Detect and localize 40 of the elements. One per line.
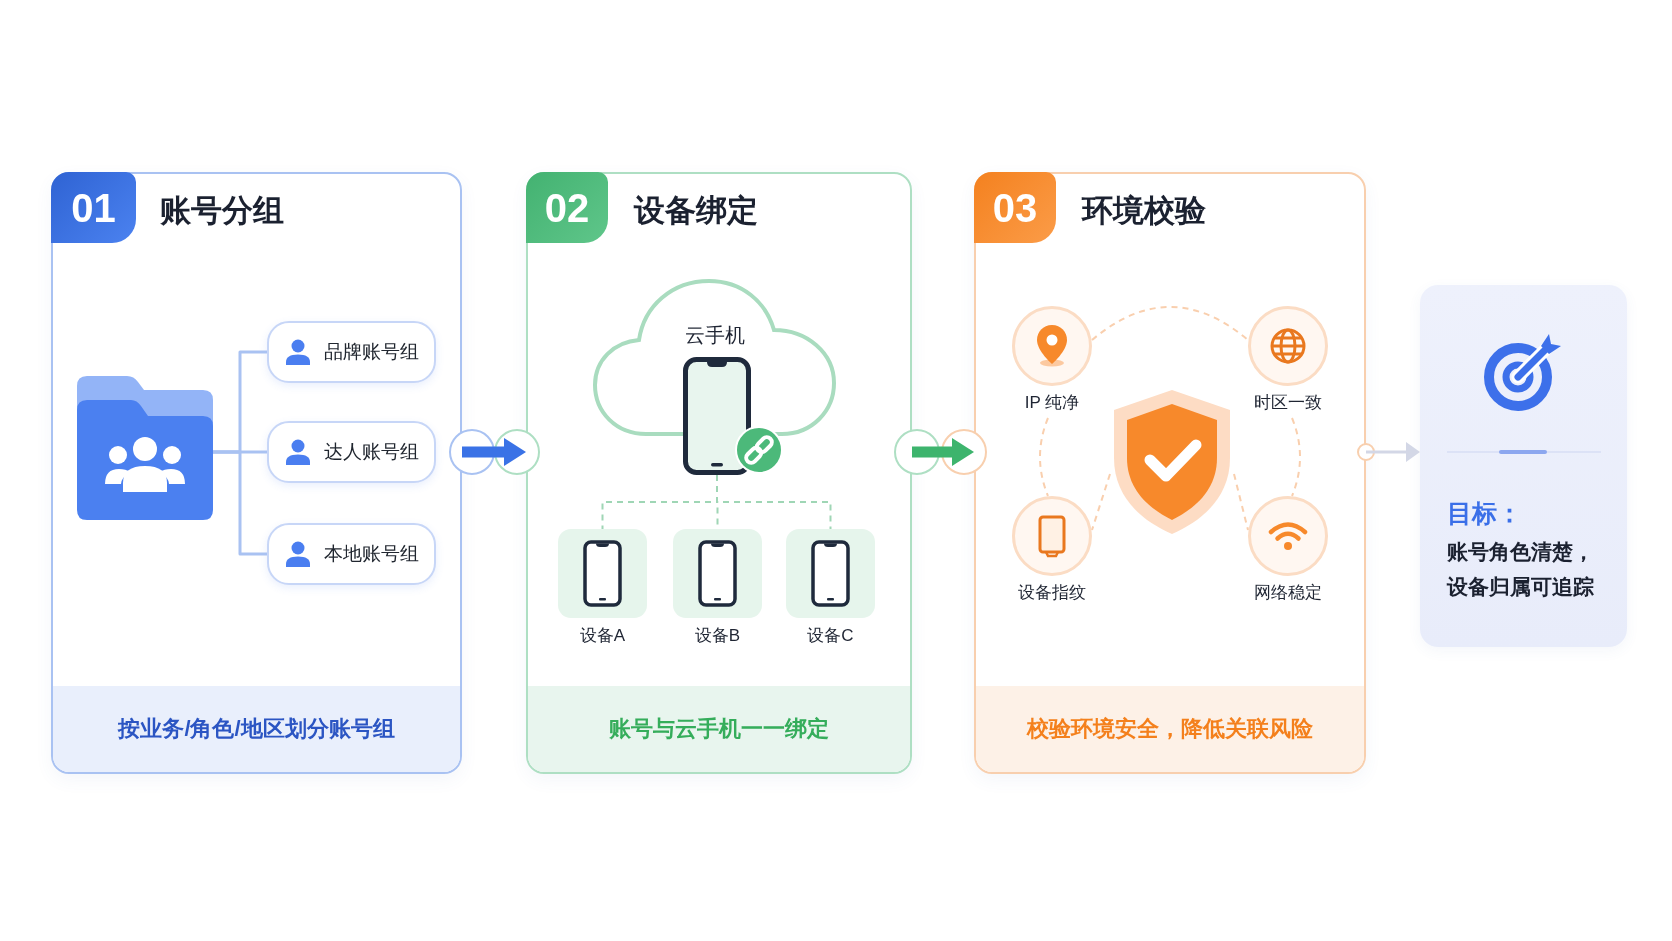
dashed-line <box>1091 473 1111 531</box>
summary-text: 账号与云手机一一绑定 <box>609 715 829 743</box>
account-group-chip <box>267 421 436 483</box>
account-group-chip <box>267 523 436 585</box>
feature-label: 网络稳定 <box>1254 582 1322 604</box>
device-label: 设备C <box>807 625 854 647</box>
group-name: 达人账号组 <box>324 440 419 464</box>
feature-label: 设备指纹 <box>1018 582 1086 604</box>
summary-band <box>976 686 1364 772</box>
device-label: 设备B <box>694 625 741 647</box>
summary-band <box>528 686 910 772</box>
summary-text: 校验环境安全，降低关联风险 <box>1027 715 1313 743</box>
feature-label: IP 纯净 <box>1024 392 1080 414</box>
step-number: 01 <box>51 172 136 243</box>
step-card <box>51 172 462 774</box>
dashed-line <box>1233 473 1249 531</box>
group-name: 品牌账号组 <box>324 340 419 364</box>
step-number: 03 <box>974 172 1056 243</box>
goal-card <box>1420 285 1627 647</box>
step-title: 设备绑定 <box>634 192 758 230</box>
feature-label: 时区一致 <box>1254 392 1322 414</box>
dashed-line <box>716 474 832 530</box>
goal-heading: 目标： <box>1447 498 1522 529</box>
dashed-line <box>1091 306 1249 341</box>
account-group-chip <box>267 321 436 383</box>
step-number: 02 <box>526 172 608 243</box>
group-name: 本地账号组 <box>324 542 419 566</box>
summary-text: 按业务/角色/地区划分账号组 <box>118 715 395 743</box>
cloud-label: 云手机 <box>684 323 745 348</box>
arrow <box>1366 442 1420 462</box>
summary-band <box>53 686 460 772</box>
step-title: 账号分组 <box>160 192 284 230</box>
step-card <box>526 172 912 774</box>
step-title: 环境校验 <box>1082 192 1206 230</box>
dashed-line <box>1039 417 1049 497</box>
dashed-line <box>1291 417 1301 497</box>
step-card <box>974 172 1366 774</box>
device-label: 设备A <box>579 625 626 647</box>
connector-line <box>213 450 267 556</box>
goal-text: 账号角色清楚，设备归属可追踪 <box>1447 539 1595 600</box>
